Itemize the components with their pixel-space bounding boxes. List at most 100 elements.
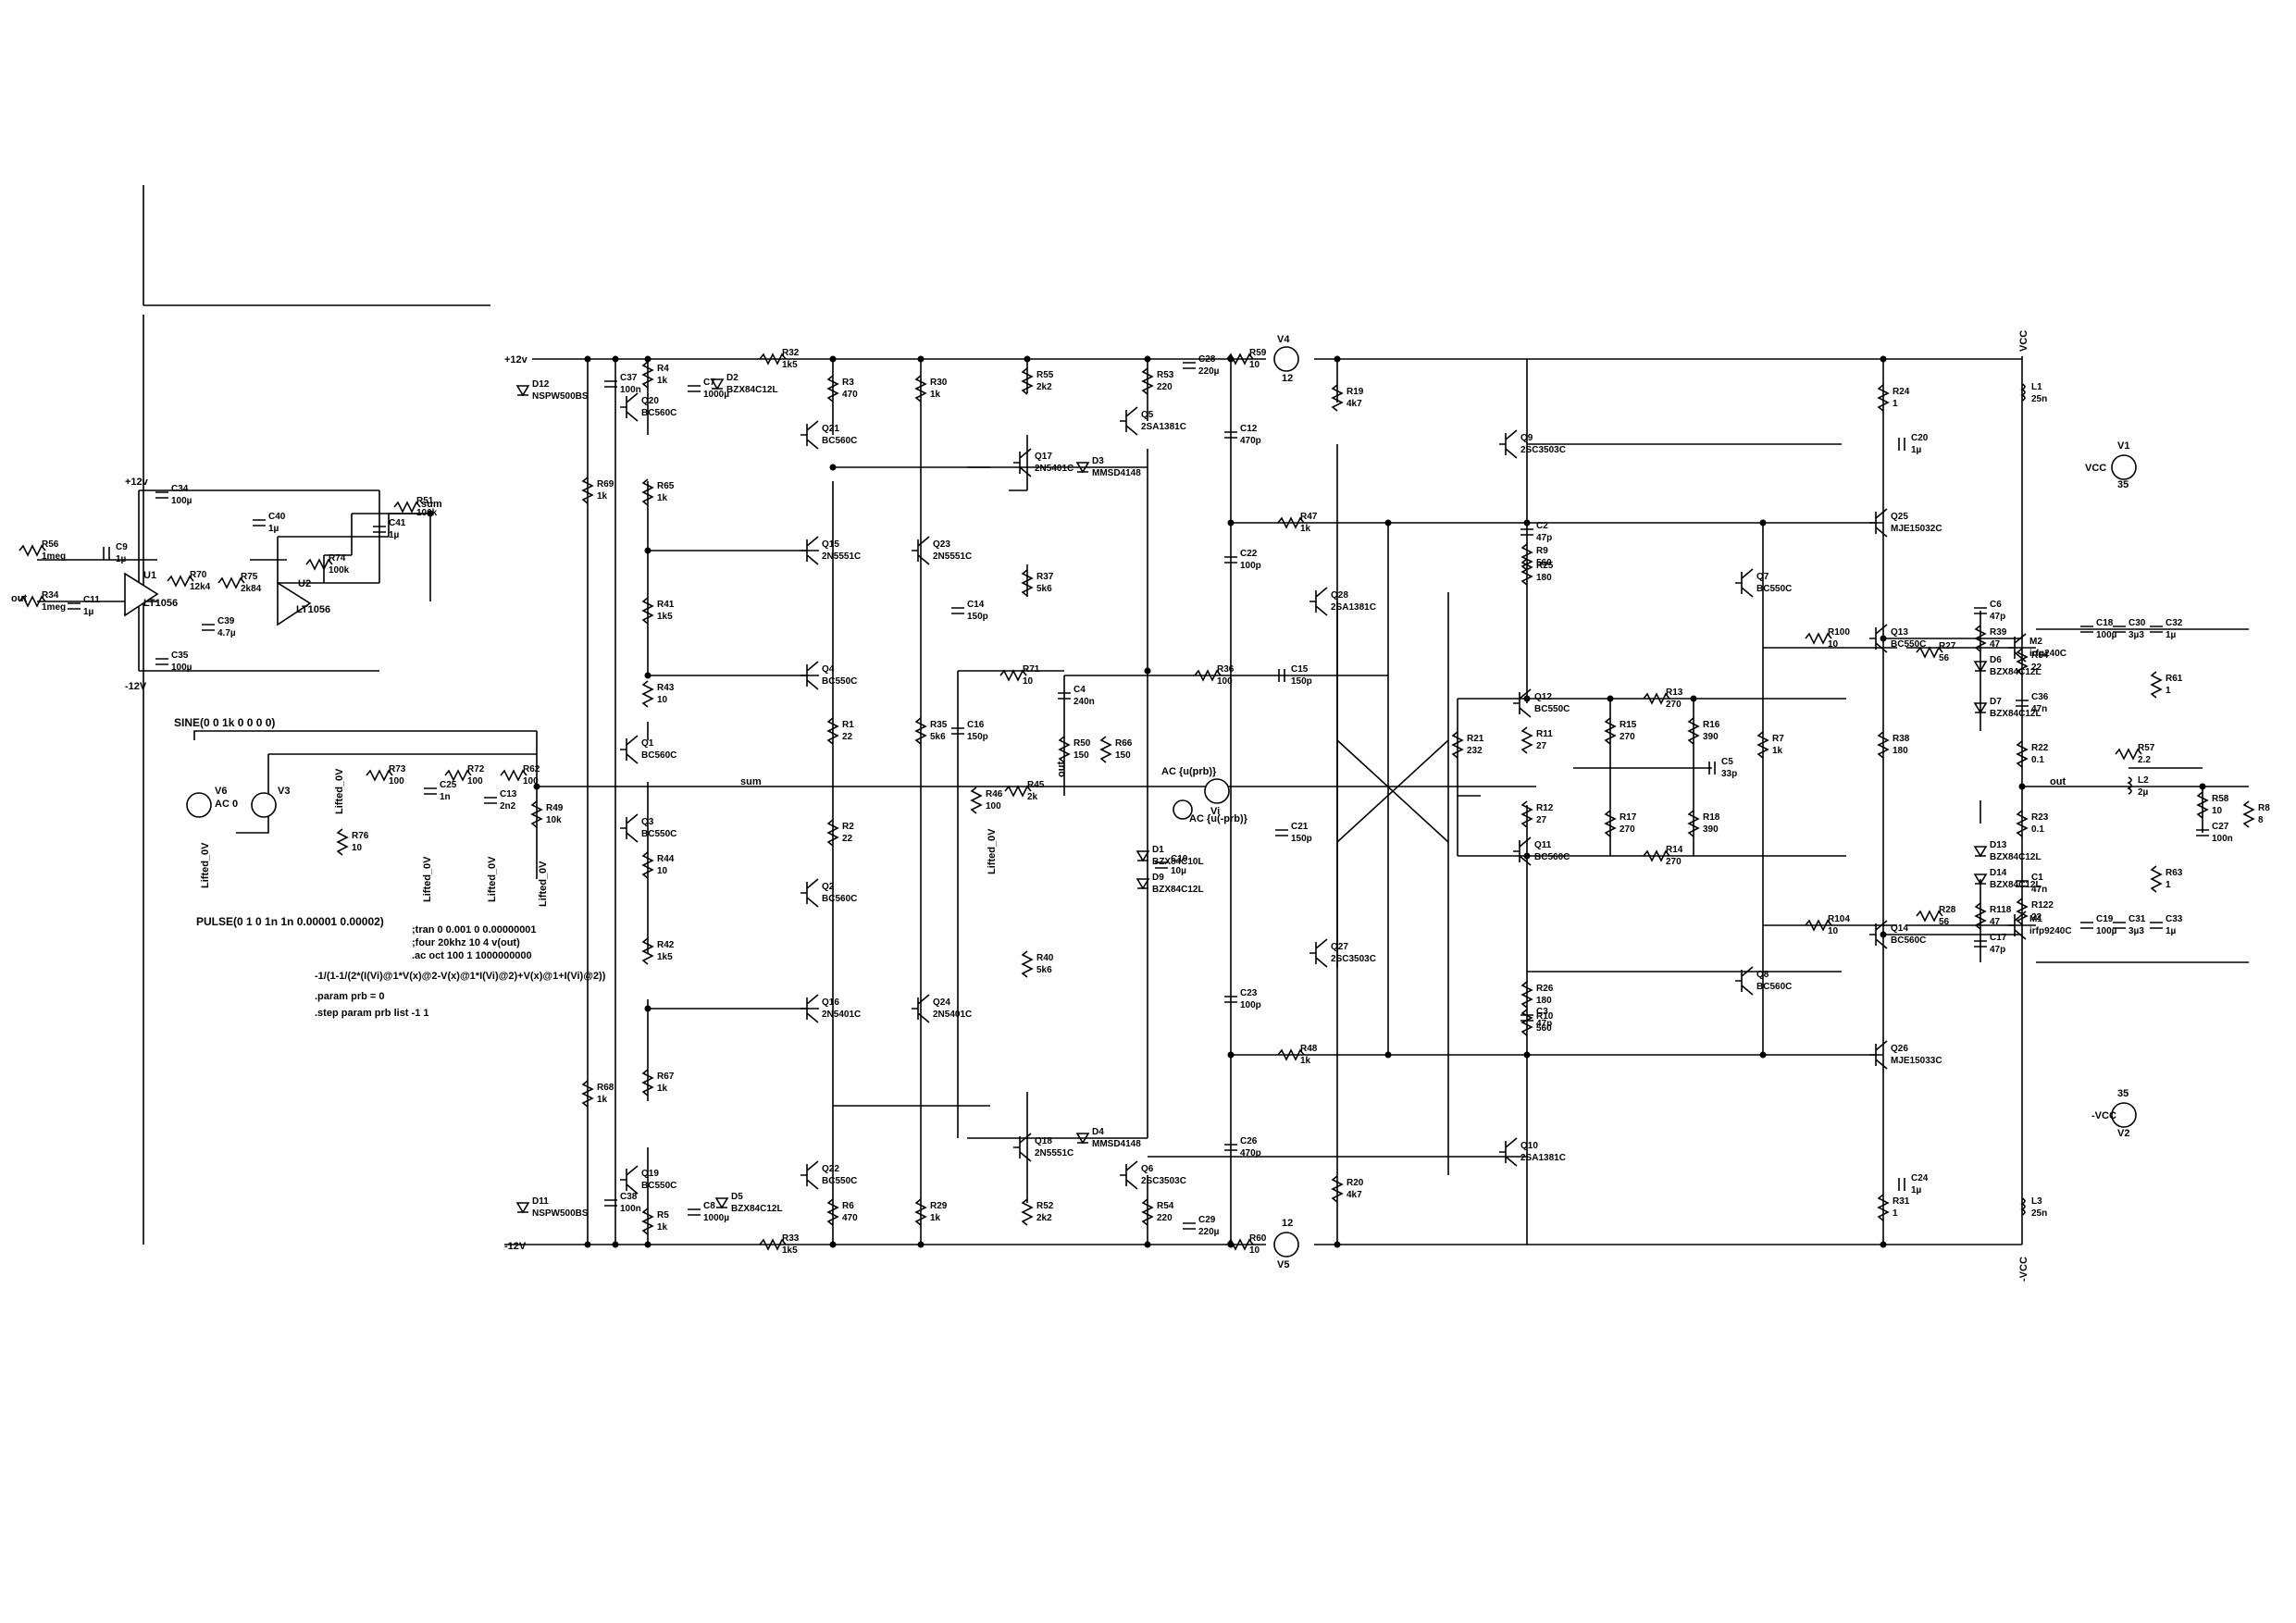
component-body <box>167 575 194 588</box>
component-ref: R67 <box>657 1072 675 1082</box>
component-value: 1k5 <box>782 360 798 370</box>
component-body <box>641 597 654 625</box>
component-ref: D12 <box>532 379 550 390</box>
component-ref: R51 <box>416 496 434 506</box>
component-value: 100 <box>523 776 539 787</box>
component-ref: R74 <box>329 553 346 564</box>
transistor-ref: Q17 <box>1035 452 1052 462</box>
component-body <box>1099 736 1112 763</box>
component-value: 47p <box>1990 612 2005 622</box>
transistor-part: MJE15032C <box>1891 524 1942 534</box>
component-ref: C23 <box>1240 988 1258 998</box>
component-ref: R29 <box>930 1201 948 1211</box>
lifted-label: Lifted_0V <box>334 768 345 814</box>
component-ref: R39 <box>1990 627 2007 638</box>
component-body <box>826 375 839 403</box>
transistor-ref: Q18 <box>1035 1136 1052 1146</box>
component-value: 100n <box>620 385 641 395</box>
component-body <box>1021 367 1034 395</box>
vi-ac2-label: AC {u(-prb)} <box>1189 813 1248 824</box>
component-value: 1µ <box>116 554 127 564</box>
transistor-part: BC550C <box>1891 639 1926 650</box>
transistor-symbol <box>620 1165 639 1195</box>
net-sum-opamp-label: sum <box>421 499 442 510</box>
component-ref: C24 <box>1911 1173 1929 1183</box>
component-body <box>1974 902 1987 930</box>
transistor-part: irfp240C <box>2029 649 2066 659</box>
component-body <box>2020 383 2026 402</box>
transistor-symbol <box>620 392 639 422</box>
u1-label: U1 <box>143 570 156 581</box>
transistor-symbol <box>620 813 639 843</box>
transistor-part: 2N5551C <box>1035 1148 1074 1158</box>
component-ref: D2 <box>726 373 738 383</box>
component-value: 100µ <box>2096 926 2117 936</box>
component-value: 220 <box>1157 382 1173 392</box>
ac-directive: .ac oct 100 1 1000000000 <box>412 950 532 961</box>
component-body <box>914 375 927 403</box>
component-ref: D5 <box>731 1192 743 1202</box>
component-ref: R12 <box>1536 803 1554 813</box>
component-value: NSPW500BS <box>532 1208 589 1219</box>
component-ref: C27 <box>2212 822 2229 832</box>
component-value: 270 <box>1620 824 1635 835</box>
transistor-symbol <box>1499 429 1518 459</box>
component-value: 270 <box>1666 857 1682 867</box>
transistor-part: BC550C <box>1756 584 1792 594</box>
component-value: 560 <box>1536 558 1552 568</box>
component-ref: R11 <box>1536 729 1553 739</box>
component-value: 1k <box>1772 746 1783 756</box>
component-ref: R18 <box>1703 812 1720 823</box>
transistor-symbol <box>800 661 819 690</box>
component-body <box>604 380 617 388</box>
v1-value: 35 <box>2117 479 2128 490</box>
component-value: BZX84C12L <box>726 385 778 395</box>
component-value: 1k <box>657 493 668 503</box>
component-value: 1k <box>657 1084 668 1094</box>
transistor-symbol <box>1869 624 1888 653</box>
transistor-ref: Q1 <box>641 738 654 749</box>
component-value: 47 <box>1990 639 2001 650</box>
component-body <box>530 800 543 828</box>
component-value: 232 <box>1467 746 1483 756</box>
component-body <box>759 353 787 365</box>
component-value: 3µ3 <box>2128 630 2144 640</box>
component-value: 100µ <box>171 496 192 506</box>
component-body <box>393 501 421 514</box>
opamp-symbols <box>124 572 312 626</box>
transistor-part: irfp9240C <box>2029 926 2072 936</box>
component-body <box>155 658 168 665</box>
component-ref: R10 <box>1536 1011 1554 1022</box>
component-value: 100 <box>986 801 1001 812</box>
component-body <box>1141 1198 1154 1226</box>
u2-value: LT1056 <box>296 604 330 615</box>
transistor-part: 2SC3503C <box>1141 1176 1186 1186</box>
transistor-ref: Q6 <box>1141 1164 1154 1174</box>
component-body <box>155 491 168 499</box>
component-body <box>1021 1198 1034 1226</box>
